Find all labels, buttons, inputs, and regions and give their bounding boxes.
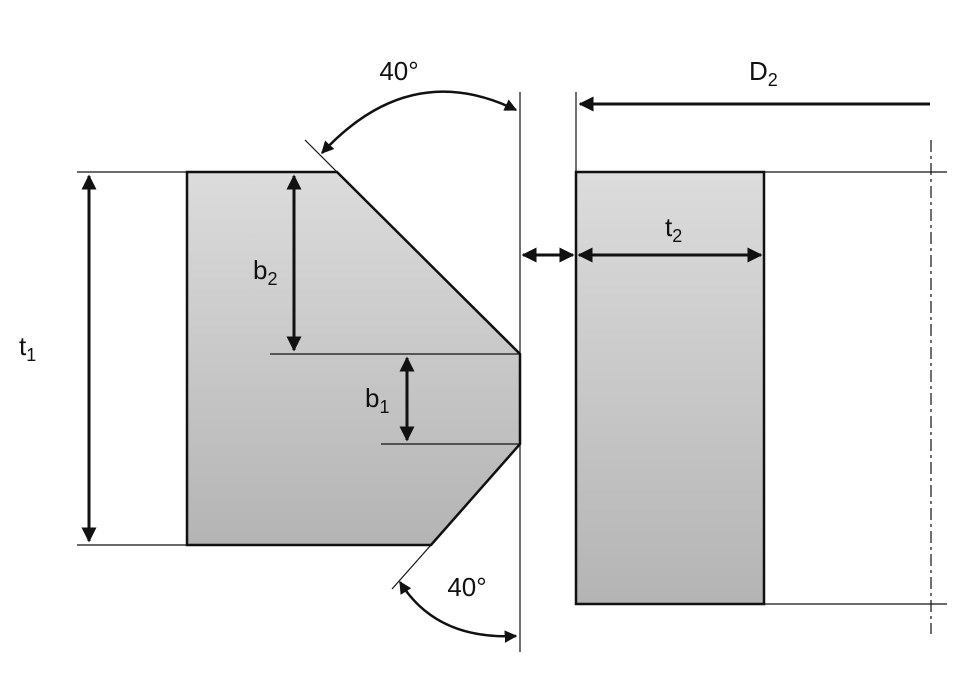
right-plate [574, 170, 766, 606]
t1-label: t1 [19, 331, 36, 365]
b1-label: b1 [365, 383, 389, 417]
d2-label: D2 [749, 56, 778, 90]
bottom-bevel-extension [391, 544, 432, 590]
t2-label: t2 [665, 212, 682, 246]
bottom-angle-label: 40° [447, 572, 486, 602]
top-bevel-extension [304, 139, 338, 173]
left-plate-beveled [185, 170, 522, 547]
top-angle-arc [321, 90, 518, 154]
bottom-angle-arc [398, 580, 518, 643]
b2-label: b2 [253, 255, 277, 289]
top-angle-label: 40° [379, 56, 418, 86]
